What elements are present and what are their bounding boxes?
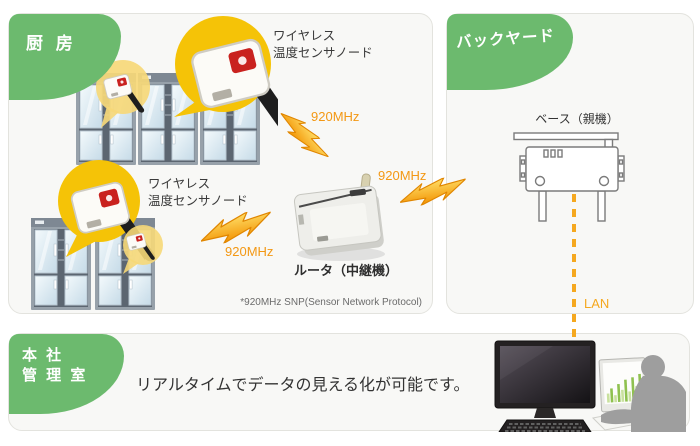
wireless-sensor-label-top-line2: 温度センサノード (273, 46, 373, 60)
speech-bubble-sensor-icon (58, 160, 158, 272)
office-badge-line2: 管 理 室 (22, 367, 88, 384)
wireless-sensor-label-left: ワイヤレス 温度センサノード (148, 176, 248, 210)
lan-dashed-line-icon (572, 194, 576, 344)
wireless-sensor-label-left-line2: 温度センサノード (148, 194, 248, 208)
backyard-badge-label: バックヤード (455, 27, 556, 52)
lightning-bolt-icon (197, 208, 275, 247)
backyard-badge: バックヤード (447, 14, 573, 90)
freq-label-left: 920MHz (225, 244, 274, 259)
workstation-icon (494, 340, 686, 432)
base-unit-icon (513, 132, 625, 222)
router-label: ルータ（中継機） (293, 263, 398, 278)
kitchen-panel: 厨 房 (8, 13, 433, 314)
speech-bubble-sensor-small-icon (123, 225, 163, 274)
office-panel: 本 社 管 理 室 リアルタイムでデータの見える化が可能です。 (8, 333, 690, 432)
kitchen-badge: 厨 房 (9, 14, 121, 100)
wireless-sensor-label-top-line1: ワイヤレス (273, 29, 336, 43)
office-message: リアルタイムでデータの見える化が可能です。 (136, 377, 470, 394)
lan-label: LAN (584, 296, 610, 311)
speech-bubble-sensor-small-icon (96, 60, 150, 128)
freq-label-top: 920MHz (311, 109, 360, 124)
operator-silhouette-icon (601, 355, 686, 432)
router-icon (293, 173, 385, 261)
speech-bubble-sensor-icon (174, 16, 278, 134)
office-badge-line1: 本 社 (22, 347, 64, 364)
office-badge: 本 社 管 理 室 (9, 334, 124, 414)
backyard-panel: バックヤード ベース（親機） (446, 13, 694, 314)
freq-label-mid: 920MHz (378, 168, 427, 183)
kitchen-badge-label: 厨 房 (26, 34, 77, 53)
wireless-sensor-label-left-line1: ワイヤレス (148, 177, 211, 191)
wireless-sensor-label-top: ワイヤレス 温度センサノード (273, 28, 373, 62)
desktop-monitor-icon (494, 340, 596, 432)
protocol-footnote: *920MHz SNP(Sensor Network Protocol) (240, 297, 422, 308)
base-unit-label: ベース（親機） (535, 112, 619, 126)
